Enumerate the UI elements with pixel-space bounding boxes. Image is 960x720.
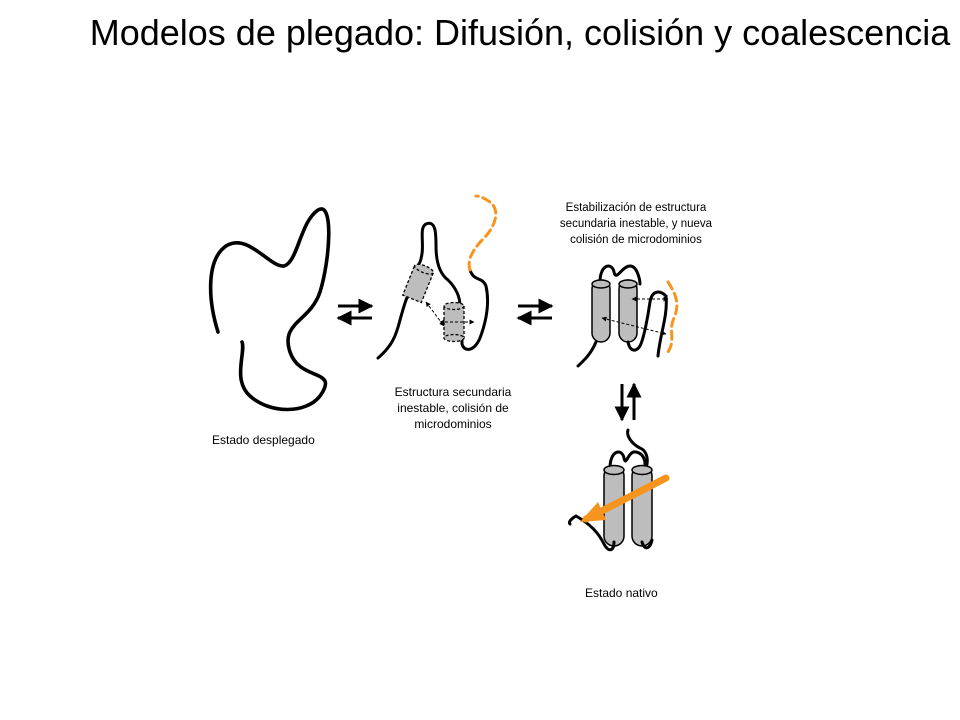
equilibrium-arrows-2 [516,298,554,326]
native-chain-top [608,428,649,474]
native-chain-bottom [568,514,654,552]
stabilized-chain-dashed-orange [666,280,679,354]
label-unstable-1: Estructura secundaria [395,385,512,399]
native-strand-arrowhead [580,502,606,522]
label-stabilization-3: colisión de microdominios [570,234,702,246]
label-unfolded: Estado desplegado [212,433,315,447]
equilibrium-arrows-vertical [614,382,642,422]
collision-arrow-d [601,316,667,336]
stabilized-structure [576,264,679,368]
label-unstable-2: inestable, colisión de [397,401,509,415]
equilibrium-arrows-1 [336,298,374,326]
slide-title: Modelos de plegado: Difusión, colisión y… [80,10,960,56]
stabilized-helix-1 [591,279,611,343]
native-helix-2 [631,464,653,547]
stabilized-helix-2 [618,279,638,343]
unstable-chain-dashed-orange [467,194,498,272]
unstable-chain [376,221,490,360]
slide-title-text: Modelos de plegado: Difusión, colisión y… [89,12,951,53]
label-stabilization-2: secundaria inestable, y nueva [560,218,713,230]
native-structure [568,428,670,552]
stabilized-chain-loop [598,264,642,286]
unfolded-chain [208,207,331,412]
unstable-helix-1 [401,263,435,304]
label-stabilization-1: Estabilización de estructura [566,202,707,214]
label-unstable-3: microdominios [414,417,491,431]
label-native: Estado nativo [585,586,658,600]
unstable-structure [376,194,498,360]
stabilized-chain-tail [576,290,668,368]
